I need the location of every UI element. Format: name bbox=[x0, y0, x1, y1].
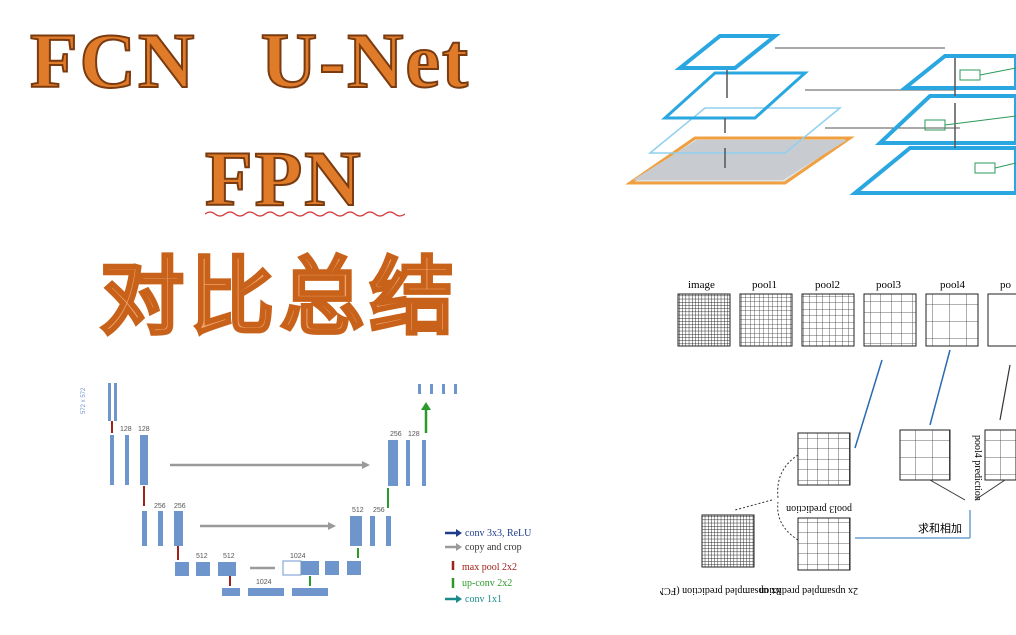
unet-block bbox=[430, 384, 433, 394]
unet-block bbox=[218, 562, 236, 576]
fcn-header-pool1: pool1 bbox=[752, 279, 777, 291]
unet-block bbox=[301, 561, 319, 575]
title-fpn: FPN bbox=[204, 135, 363, 222]
unet-label-c4: 1024 bbox=[256, 579, 272, 586]
unet-block bbox=[196, 562, 210, 576]
fcn-header-pool3: pool3 bbox=[876, 279, 902, 291]
fcn-sum-label: 求和相加 bbox=[918, 522, 962, 535]
fpn-light-layer bbox=[647, 107, 843, 154]
unet-block bbox=[347, 561, 361, 575]
legend-conv1: conv 1x1 bbox=[465, 594, 502, 605]
fcn-grid-pool2 bbox=[801, 293, 855, 347]
unet-block bbox=[292, 588, 328, 596]
fcn-header-pool5: po bbox=[1000, 279, 1012, 291]
unet-block bbox=[454, 384, 457, 394]
unet-block bbox=[222, 588, 240, 596]
legend-pool: max pool 2x2 bbox=[462, 562, 517, 573]
fcn-8x-upsampled-grid bbox=[701, 514, 755, 568]
fcn-grid-pool3 bbox=[863, 293, 917, 347]
unet-block bbox=[114, 383, 117, 421]
unet-block bbox=[108, 383, 111, 421]
unet-block bbox=[158, 511, 163, 546]
unet-block bbox=[174, 511, 183, 546]
unet-block bbox=[110, 435, 114, 485]
fpn-photo-area bbox=[633, 140, 847, 180]
unet-label-c2a: 256 bbox=[154, 503, 166, 510]
fcn-header-pool4: pool4 bbox=[940, 279, 966, 291]
fcn-header-pool2: pool2 bbox=[815, 279, 840, 291]
unet-block bbox=[350, 516, 362, 546]
fcn-pool3-pred-grid bbox=[797, 432, 851, 486]
fcn-grid-image bbox=[677, 293, 731, 347]
fcn-pool4-pred-grid bbox=[899, 429, 951, 481]
unet-diagram: 572 x 572 128 128 256 256 512 512 1024 1… bbox=[81, 383, 532, 605]
unet-block bbox=[248, 588, 284, 596]
unet-block bbox=[406, 440, 410, 486]
fcn-header-image: image bbox=[688, 279, 715, 291]
fpn-right-top bbox=[899, 54, 1016, 90]
unet-block bbox=[142, 511, 147, 546]
fcn-8x-label: 8x upsampled prediction (FCN-8s) bbox=[660, 585, 781, 596]
unet-label-c1b: 128 bbox=[138, 426, 150, 433]
unet-label-e2a: 256 bbox=[390, 431, 402, 438]
legend-copy: copy and crop bbox=[465, 542, 522, 553]
unet-label-e3b: 256 bbox=[373, 507, 385, 514]
unet-block bbox=[422, 440, 426, 486]
unet-label-c2b: 256 bbox=[174, 503, 186, 510]
title-fcn-unet: FCN U-Net bbox=[29, 17, 471, 104]
title-comparison-summary: 对比总结 bbox=[98, 248, 461, 346]
unet-block bbox=[140, 435, 148, 485]
unet-label-in1: 572 x 572 bbox=[81, 387, 87, 414]
fcn-pool4-pred-label: pool4 prediction bbox=[972, 435, 983, 501]
fpn-mid-layer bbox=[661, 71, 809, 120]
unet-label-c4b: 1024 bbox=[290, 553, 306, 560]
fcn-pool5-pred-grid bbox=[984, 429, 1016, 481]
unet-block bbox=[388, 440, 398, 486]
fcn-grid-pool1 bbox=[739, 293, 793, 347]
unet-label-e3a: 512 bbox=[352, 507, 364, 514]
unet-block bbox=[282, 560, 302, 576]
fcn-2x-upsampled-grid bbox=[797, 517, 851, 571]
unet-block bbox=[442, 384, 445, 394]
fcn-grid-pool4 bbox=[925, 293, 979, 347]
fcn-2x-label: 2x upsampled prediction bbox=[759, 585, 858, 596]
fpn-top-layer bbox=[674, 34, 781, 70]
unet-label-e2b: 128 bbox=[408, 431, 420, 438]
unet-block bbox=[125, 435, 129, 485]
unet-block bbox=[370, 516, 375, 546]
fcn-grid-pool5 bbox=[987, 293, 1016, 347]
unet-block bbox=[418, 384, 421, 394]
fcn-pool3-pred-label: pool3 prediction bbox=[786, 503, 852, 514]
unet-label-c3a: 512 bbox=[196, 553, 208, 560]
legend-conv: conv 3x3, ReLU bbox=[465, 528, 532, 539]
unet-legend: conv 3x3, ReLU copy and crop max pool 2x… bbox=[445, 528, 532, 605]
unet-block bbox=[175, 562, 189, 576]
unet-block bbox=[325, 561, 339, 575]
legend-upconv: up-conv 2x2 bbox=[462, 578, 512, 589]
fpn-diagram bbox=[625, 34, 1016, 195]
fpn-right-bottom bbox=[849, 146, 1016, 195]
unet-block bbox=[386, 516, 391, 546]
fpn-right-mid bbox=[874, 94, 1016, 145]
unet-label-c1a: 128 bbox=[120, 426, 132, 433]
fcn-diagram: image pool1 pool2 pool3 pool4 po pool3 p… bbox=[660, 279, 1016, 596]
unet-label-c3b: 512 bbox=[223, 553, 235, 560]
spellcheck-underline bbox=[205, 211, 405, 217]
